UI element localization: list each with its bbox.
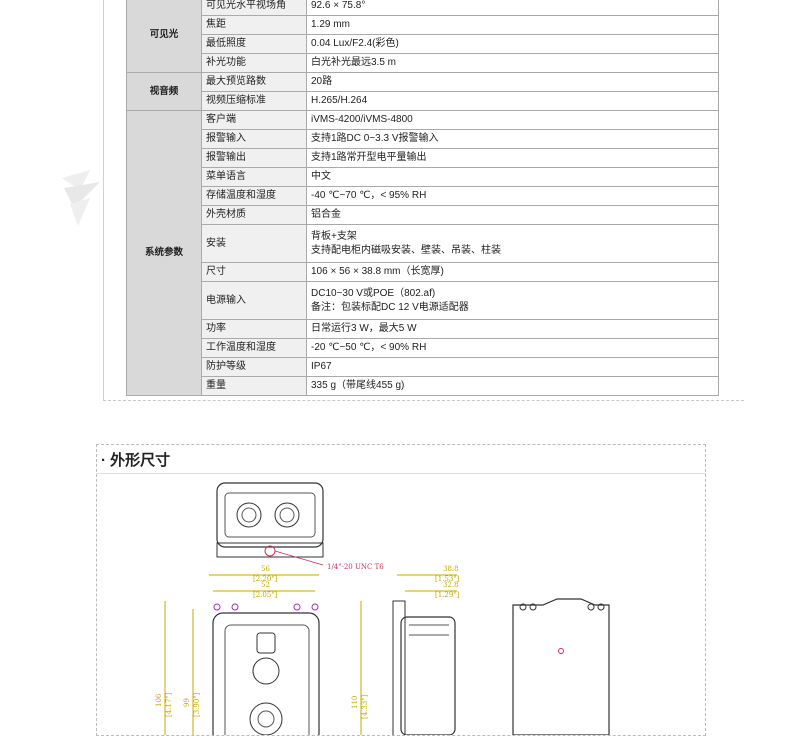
table-row: 视音频 最大预览路数 20路 [126,72,719,111]
dimension-drawing: 1/4"-20 UNC T6 56 [2.20"] 52 [2.05"] 106… [155,482,610,735]
dim-99-in: [3.90"] [193,692,201,717]
dim-110: 110 [351,696,359,709]
spec-name: 最大预览路数 [201,72,307,92]
dim-106: 106 [155,693,163,707]
spec-value: 0.04 Lux/F2.4(彩色) [306,34,719,54]
spec-value-line: 备注：包装标配DC 12 V电源适配器 [311,301,469,313]
section-title-text: 外形尺寸 [110,452,171,469]
spec-value: H.265/H.264 [306,91,719,111]
table-row: 最低照度 0.04 Lux/F2.4(彩色) [127,34,719,54]
thread-leader [274,550,324,566]
spec-value: 20路 [306,72,719,92]
spec-value: 335 g（带尾线455 g) [306,376,719,396]
spec-name: 工作温度和湿度 [201,338,307,358]
table-row: 焦距 1.29 mm [127,15,719,35]
category-visible: 可见光 [126,0,202,73]
spec-name: 尺寸 [201,262,307,282]
dimension-panel: · 外形尺寸 1/4"-20 UNC T6 56 [2.20"] 52 [2.0… [96,444,706,736]
spec-name: 报警输入 [201,129,307,149]
table-row: 报警输出 支持1路常开型电平量输出 [127,148,719,168]
spec-value-line: 背板+支架 [311,230,357,242]
table-row: 功率 日常运行3 W，最大5 W [127,319,719,339]
spec-name: 安装 [201,224,307,263]
watermark-logo-icon [62,170,100,226]
spec-value: 日常运行3 W，最大5 W [306,319,719,339]
section-title: · 外形尺寸 [101,452,171,469]
spec-value: 106 × 56 × 38.8 mm（长宽厚) [306,262,719,282]
dim-38-8-in: [1.53"] [435,575,460,583]
side-view-drawing [392,600,456,735]
table-row: 重量 335 g（带尾线455 g) [127,376,719,396]
spec-name: 补光功能 [201,53,307,73]
dim-52-in: [2.05"] [253,591,278,599]
spec-value-line: DC10~30 V或POE（802.af) [311,287,436,299]
dim-32-8-in: [1.29"] [435,591,460,599]
spec-name: 菜单语言 [201,167,307,187]
spec-value: 背板+支架 支持配电柜内磁吸安装、壁装、吊装、柱装 [306,224,719,263]
spec-name: 可见光水平视场角 [201,0,307,16]
dim-56: 56 [261,565,270,573]
spec-panel: 可见光 可见光水平视场角 92.6 × 75.8° 焦距 1.29 mm 最低照… [103,0,744,401]
table-row: 存储温度和湿度 -40 ℃~70 ℃，< 95% RH [127,186,719,206]
spec-value: 白光补光最远3.5 m [306,53,719,73]
category-av: 视音频 [126,72,202,111]
spec-value: 支持1路常开型电平量输出 [306,148,719,168]
table-row: 可见光 可见光水平视场角 92.6 × 75.8° [126,0,719,73]
table-row: 菜单语言 中文 [127,167,719,187]
front-view-drawing [212,603,320,735]
spec-name: 外壳材质 [201,205,307,225]
top-view-drawing [216,482,324,558]
table-row: 外壳材质 铝合金 [127,205,719,225]
spec-name: 重量 [201,376,307,396]
spec-value: -40 ℃~70 ℃，< 95% RH [306,186,719,206]
spec-name: 防护等级 [201,357,307,377]
spec-value: -20 ℃~50 ℃，< 90% RH [306,338,719,358]
table-row: 报警输入 支持1路DC 0~3.3 V报警输入 [127,129,719,149]
spec-value: 1.29 mm [306,15,719,35]
spec-name: 焦距 [201,15,307,35]
spec-name: 最低照度 [201,34,307,54]
dim-32-8: 32.8 [443,581,459,589]
spec-value: 中文 [306,167,719,187]
spec-value: DC10~30 V或POE（802.af) 备注：包装标配DC 12 V电源适配… [306,281,719,320]
spec-value: 支持1路DC 0~3.3 V报警输入 [306,129,719,149]
spec-table: 可见光 可见光水平视场角 92.6 × 75.8° 焦距 1.29 mm 最低照… [126,0,719,396]
thread-label: 1/4"-20 UNC T6 [327,563,384,571]
dim-38-8: 38.8 [443,565,459,573]
spec-value: IP67 [306,357,719,377]
spec-value: iVMS-4200/iVMS-4800 [306,110,719,130]
spec-name: 客户端 [201,110,307,130]
spec-name: 功率 [201,319,307,339]
dim-52: 52 [261,581,270,589]
category-system: 系统参数 [126,110,202,396]
spec-value-line: 支持配电柜内磁吸安装、壁装、吊装、柱装 [311,244,501,256]
table-row: 视频压缩标准 H.265/H.264 [127,91,719,111]
table-row: 尺寸 106 × 56 × 38.8 mm（长宽厚) [127,262,719,282]
spec-name: 存储温度和湿度 [201,186,307,206]
spec-name: 视频压缩标准 [201,91,307,111]
table-row: 系统参数 客户端 iVMS-4200/iVMS-4800 [126,110,719,396]
back-view-drawing [512,598,610,735]
dim-99: 99 [183,698,191,707]
spec-value: 铝合金 [306,205,719,225]
dim-106-in: [4.17"] [165,692,173,717]
table-row: 电源输入 DC10~30 V或POE（802.af) 备注：包装标配DC 12 … [127,281,719,320]
table-row: 防护等级 IP67 [127,357,719,377]
dim-56-in: [2.20"] [253,575,278,583]
spec-name: 电源输入 [201,281,307,320]
spec-name: 报警输出 [201,148,307,168]
spec-value: 92.6 × 75.8° [306,0,719,16]
table-row: 工作温度和湿度 -20 ℃~50 ℃，< 90% RH [127,338,719,358]
section-header: · 外形尺寸 [97,445,705,474]
dim-110-in: [4.33"] [361,694,369,719]
table-row: 补光功能 白光补光最远3.5 m [127,53,719,73]
table-row: 安装 背板+支架 支持配电柜内磁吸安装、壁装、吊装、柱装 [127,224,719,263]
